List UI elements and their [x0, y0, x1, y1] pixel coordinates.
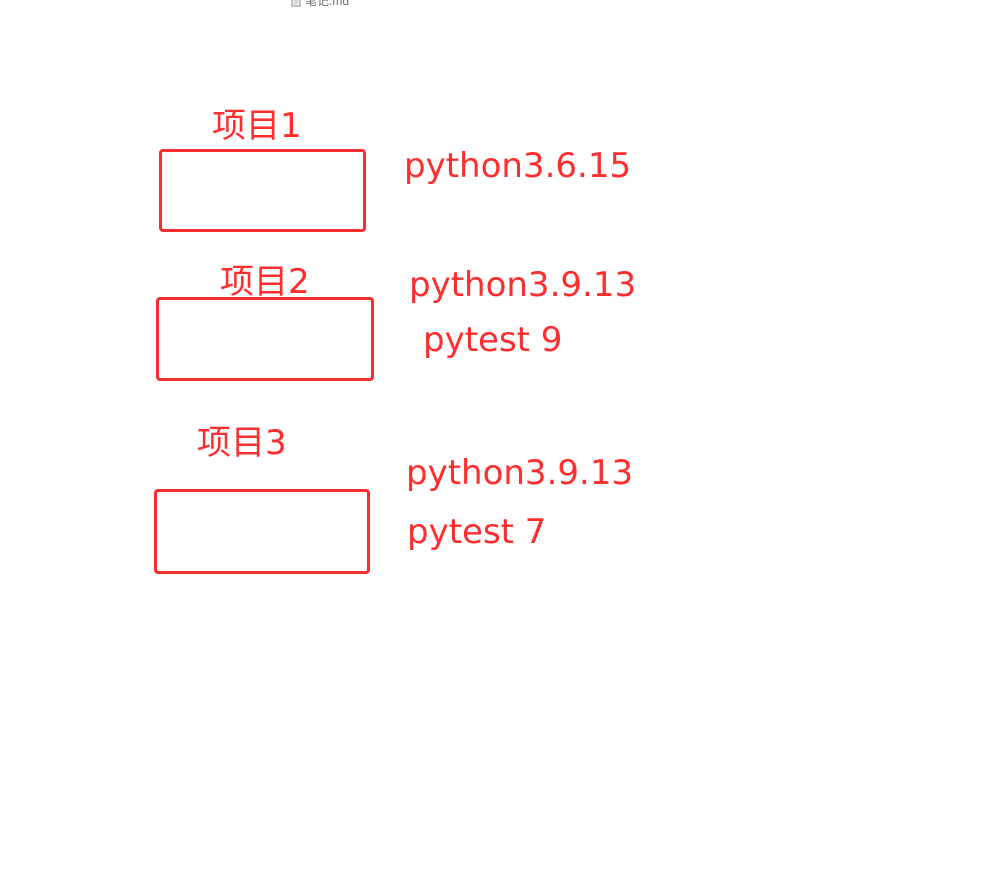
project-3-title: 项目3	[197, 423, 287, 463]
project-2-title: 项目2	[220, 262, 310, 302]
project-1-python-version: python3.6.15	[404, 146, 632, 186]
file-name-label[interactable]: 笔记.md	[291, 0, 349, 8]
project-3-python-version: python3.9.13	[406, 453, 634, 493]
project-3-box	[154, 489, 370, 574]
project-2-pytest-version: pytest 9	[423, 320, 563, 360]
file-name-text: 笔记.md	[305, 0, 350, 8]
project-2-box	[156, 297, 374, 381]
project-1-box	[159, 149, 366, 232]
project-2-python-version: python3.9.13	[409, 265, 637, 305]
project-3-pytest-version: pytest 7	[407, 512, 547, 552]
project-1-title: 项目1	[212, 106, 302, 146]
document-icon	[291, 0, 301, 7]
